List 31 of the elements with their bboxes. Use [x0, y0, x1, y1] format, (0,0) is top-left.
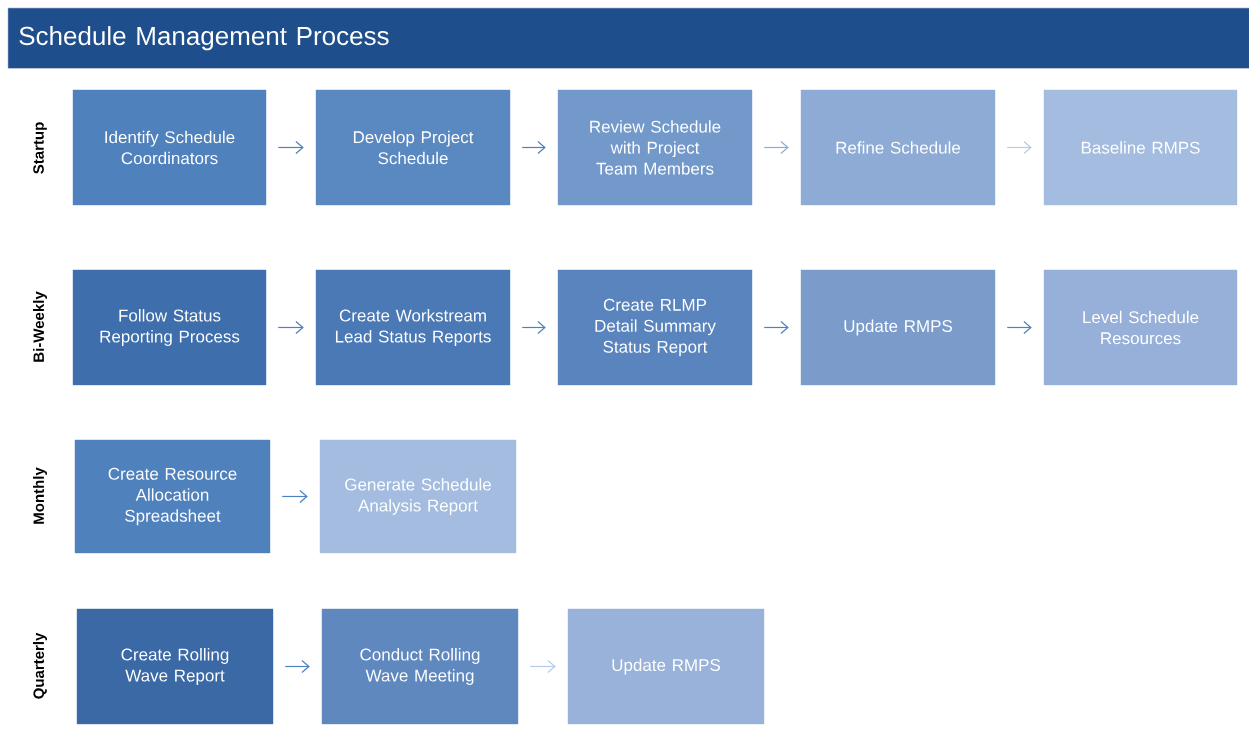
process-box: Create Resource Allocation Spreadsheet — [74, 439, 271, 554]
arrow — [277, 320, 304, 335]
arrow — [1006, 140, 1032, 155]
row-label: Bi-Weekly — [33, 291, 47, 362]
row-label: Monthly — [33, 467, 47, 524]
process-box: Baseline RMPS — [1043, 89, 1238, 206]
arrow — [521, 320, 546, 335]
arrow — [277, 140, 304, 155]
process-box: Identify Schedule Coordinators — [72, 89, 267, 206]
process-box: Follow Status Reporting Process — [72, 269, 267, 386]
process-box: Generate Schedule Analysis Report — [319, 439, 517, 554]
process-box: Create Workstream Lead Status Reports — [315, 269, 511, 386]
process-box: Update RMPS — [800, 269, 996, 386]
arrow — [529, 659, 556, 674]
process-box: Create RLMP Detail Summary Status Report — [557, 269, 753, 386]
arrow — [763, 320, 789, 335]
process-box: Conduct Rolling Wave Meeting — [321, 608, 519, 725]
process-box: Review Schedule with Project Team Members — [557, 89, 753, 206]
arrow — [1006, 320, 1032, 335]
process-box: Develop Project Schedule — [315, 89, 511, 206]
process-box: Level Schedule Resources — [1043, 269, 1238, 386]
row-label: Quarterly — [33, 632, 47, 699]
process-box: Create Rolling Wave Report — [76, 608, 274, 725]
process-box: Update RMPS — [567, 608, 765, 725]
title-bar: Schedule Management Process — [8, 8, 1249, 69]
row-label: Startup — [33, 122, 47, 174]
arrow — [284, 659, 310, 674]
process-box: Refine Schedule — [800, 89, 996, 206]
arrow — [521, 140, 546, 155]
arrow — [281, 489, 308, 504]
arrow — [763, 140, 789, 155]
